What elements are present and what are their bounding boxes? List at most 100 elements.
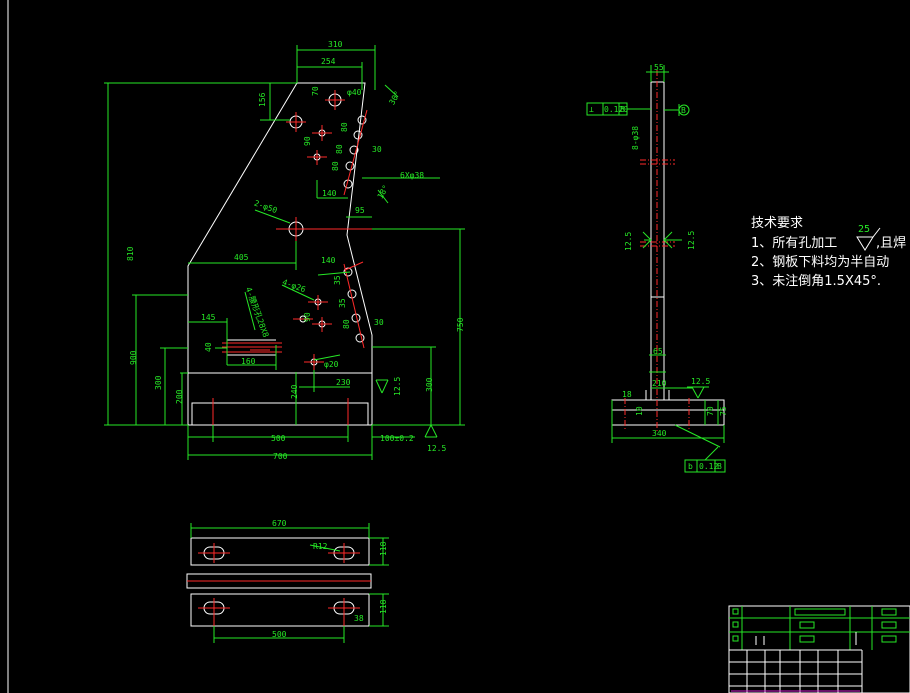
top-slot-centerlines [198,543,360,630]
svg-text:12.5: 12.5 [691,377,710,386]
svg-text:8-φ38: 8-φ38 [631,126,640,150]
svg-text:2-φ50: 2-φ50 [253,199,279,216]
svg-text:140: 140 [322,189,337,198]
svg-text:70: 70 [706,406,715,416]
hole-6x38 [353,130,363,140]
svg-text:700: 700 [273,452,288,461]
front-slot [222,339,282,356]
svg-text:φ20: φ20 [324,360,339,369]
svg-text:35: 35 [338,298,347,308]
front-dimension-lines [104,45,465,460]
svg-text:310: 310 [328,40,343,49]
svg-text:4-φ26: 4-φ26 [281,278,307,295]
svg-text:100±0.2: 100±0.2 [380,434,414,443]
tech-req-line1: 1、所有孔加工 [751,236,837,251]
svg-text:405: 405 [234,253,249,262]
svg-text:B: B [620,105,625,114]
tech-req-line1-tail: ,且焊 [876,235,906,251]
svg-text:80: 80 [342,319,351,329]
title-block-green-grid [729,606,910,650]
base-slot-region [191,402,369,426]
hole-lower [355,333,365,343]
svg-text:12.5: 12.5 [624,232,633,251]
tech-req-line3: 3、未注倒角1.5X45°. [751,274,881,289]
side-dimension-lines [586,65,726,473]
svg-text:340: 340 [652,429,667,438]
svg-text:90: 90 [303,312,312,322]
top-view[interactable]: 670 R12 118 500 118 38 [186,519,389,643]
svg-text:R12: R12 [313,542,328,551]
svg-text:30: 30 [374,318,384,327]
front-dimension-text: 310 254 70 φ40 156 30° 80 90 80 80 30 6X… [126,40,465,461]
side-view[interactable]: 55 ⊥ 0.120 B B 8-φ38 12.5 12.5 65 18 210… [586,63,728,473]
hole-lower [343,267,353,277]
svg-text:65: 65 [653,347,663,356]
svg-text:80: 80 [340,122,349,132]
svg-text:254: 254 [321,57,336,66]
roughness-symbol [856,236,874,251]
top-flange-upper [190,537,370,566]
hole-6x38 [345,161,355,171]
svg-text:95: 95 [355,206,365,215]
svg-text:55: 55 [654,63,664,72]
svg-text:160: 160 [241,357,256,366]
svg-text:B: B [717,462,722,471]
svg-text:⊥: ⊥ [589,105,594,114]
svg-text:0.120: 0.120 [604,105,628,114]
svg-text:156: 156 [258,92,267,107]
top-dimension-lines [190,523,389,643]
svg-text:12.5: 12.5 [687,231,696,250]
svg-text:500: 500 [272,630,287,639]
svg-text:40: 40 [204,342,213,352]
svg-text:810: 810 [126,246,135,261]
technical-requirements: 技术要求 25 1、所有孔加工 ,且焊 2、钢板下料均为半自动 3、未注倒角1.… [751,216,906,289]
front-hole-centerlines [250,90,395,370]
svg-text:750: 750 [456,317,465,332]
hole-6x38 [349,145,359,155]
svg-text:b: b [688,462,693,471]
svg-text:80: 80 [335,144,344,154]
svg-text:30°: 30° [387,89,402,106]
svg-text:240: 240 [290,384,299,399]
svg-text:18: 18 [622,390,632,399]
svg-text:70: 70 [311,86,320,96]
top-dimension-text: 670 R12 118 500 118 38 [272,519,388,639]
svg-text:200: 200 [175,389,184,404]
front-view[interactable]: 310 254 70 φ40 156 30° 80 90 80 80 30 6X… [104,40,465,461]
tech-req-title: 技术要求 [751,216,803,231]
title-block[interactable] [728,605,910,693]
svg-text:30: 30 [372,145,382,154]
svg-text:118: 118 [379,541,388,556]
svg-text:300: 300 [425,377,434,392]
top-flange-lower [190,593,370,627]
svg-text:118: 118 [379,599,388,614]
svg-text:12.5: 12.5 [393,377,402,396]
hole-6x38 [357,115,367,125]
svg-text:80: 80 [331,161,340,171]
title-block-white-grid [729,632,863,693]
tech-req-line2: 2、钢板下料均为半自动 [751,255,889,270]
svg-text:12.5: 12.5 [427,444,446,453]
side-centerlines [624,70,690,432]
svg-text:145: 145 [201,313,216,322]
svg-text:35: 35 [333,275,342,285]
svg-text:10: 10 [635,406,644,416]
svg-text:90: 90 [303,136,312,146]
svg-text:300: 300 [154,375,163,390]
svg-text:4-腰形孔28X8: 4-腰形孔28X8 [244,286,271,339]
svg-text:230: 230 [336,378,351,387]
side-dimension-text: 55 ⊥ 0.120 B B 8-φ38 12.5 12.5 65 18 210… [589,63,728,471]
svg-text:500: 500 [271,434,286,443]
svg-text:B: B [681,106,686,115]
svg-text:210: 210 [652,379,667,388]
front-view-outline [187,82,373,374]
svg-text:18°: 18° [376,183,391,200]
svg-text:6Xφ38: 6Xφ38 [400,171,424,180]
svg-text:38: 38 [354,614,364,623]
svg-text:0.12: 0.12 [699,462,718,471]
svg-text:670: 670 [272,519,287,528]
svg-text:φ40: φ40 [347,88,362,97]
svg-text:900: 900 [129,350,138,365]
svg-text:140: 140 [321,256,336,265]
